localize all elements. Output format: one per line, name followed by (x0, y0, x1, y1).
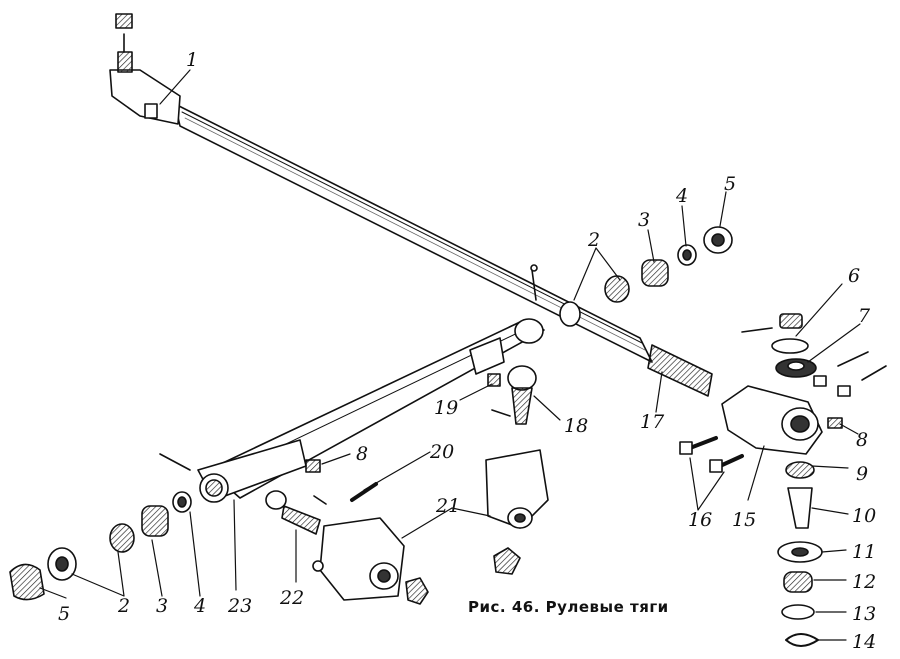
label-9: 9 (856, 463, 868, 485)
label-3-upper: 3 (638, 209, 650, 231)
label-18: 18 (564, 415, 588, 437)
label-16: 16 (688, 509, 712, 531)
long-tie-rod (109, 13, 713, 397)
label-1: 1 (186, 49, 198, 71)
figure-caption: Рис. 46. Рулевые тяги (468, 598, 669, 616)
label-22: 22 (279, 587, 304, 609)
parts-right (604, 226, 887, 647)
parts-middle (265, 365, 549, 605)
part-number-labels: 1 2 3 4 5 6 7 8 9 10 11 12 13 14 15 16 1… (58, 49, 876, 653)
label-23: 23 (227, 595, 252, 617)
label-2-lower: 2 (117, 595, 130, 617)
short-tie-rod (197, 318, 545, 503)
label-8-middle: 8 (356, 443, 368, 465)
label-5-lower: 5 (58, 603, 70, 625)
label-20: 20 (429, 441, 454, 463)
label-17: 17 (640, 411, 665, 433)
label-5-upper: 5 (724, 173, 736, 195)
label-7: 7 (858, 305, 871, 327)
leader-lines (39, 69, 861, 641)
label-13: 13 (852, 603, 876, 625)
label-3-lower: 3 (156, 595, 168, 617)
label-15: 15 (732, 509, 756, 531)
parts-left (9, 453, 192, 601)
label-19: 19 (434, 397, 458, 419)
label-4-upper: 4 (675, 185, 688, 207)
label-11: 11 (852, 541, 876, 563)
label-12: 12 (852, 571, 876, 593)
label-6: 6 (848, 265, 860, 287)
label-2-upper: 2 (587, 229, 600, 251)
label-4-lower: 4 (193, 595, 206, 617)
label-14: 14 (852, 631, 876, 653)
label-21: 21 (435, 495, 460, 517)
label-10: 10 (852, 505, 876, 527)
label-8-right: 8 (856, 429, 868, 451)
